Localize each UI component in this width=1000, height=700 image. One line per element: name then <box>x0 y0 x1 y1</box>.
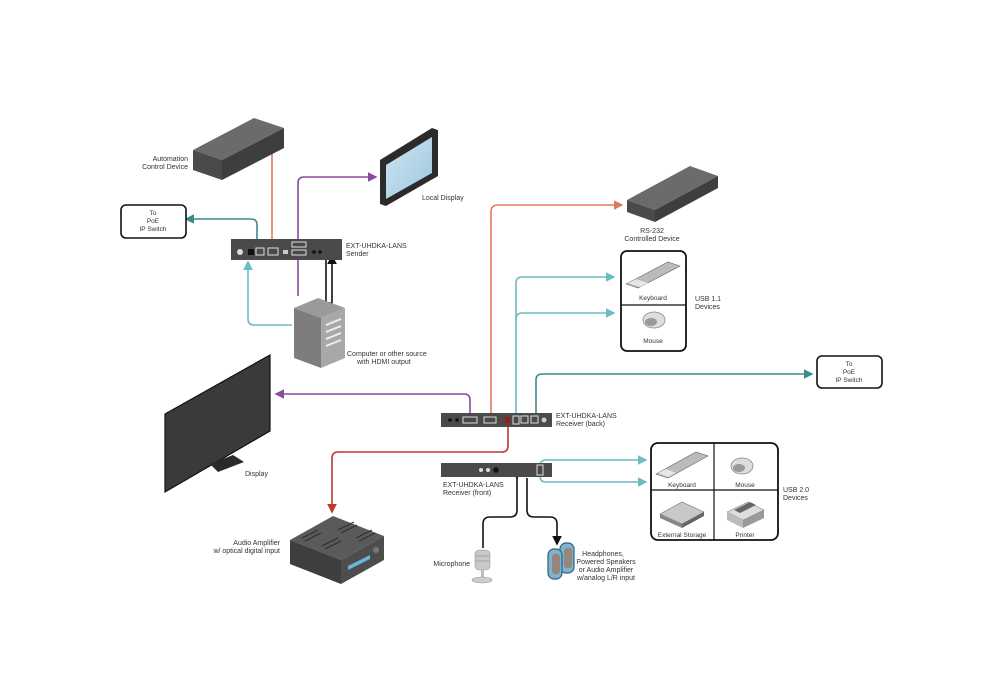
poe-left-label-3: IP Switch <box>140 226 167 233</box>
mouse-icon <box>642 311 666 329</box>
microphone-label: Microphone <box>433 561 470 568</box>
usb11-devices[interactable]: Keyboard Mouse USB 1.1 Devices <box>620 250 721 352</box>
usb-cable-computer-sender <box>243 260 292 326</box>
usb11-label-2: Devices <box>695 304 720 311</box>
sender-label-2: Sender <box>346 251 369 258</box>
poe-switch-right[interactable]: To PoE IP Switch <box>816 355 883 389</box>
speakers-label-4: w/analog L/R input <box>576 575 635 582</box>
keyboard-icon <box>655 451 709 479</box>
audio-cable-speakers <box>526 478 562 546</box>
audio-cable-microphone <box>482 470 522 548</box>
receiver-back-unit[interactable]: EXT-UHDKA-LANS Receiver (back) <box>441 413 617 428</box>
speakers-label-1: Headphones, <box>582 551 624 558</box>
poe-right-label-3: IP Switch <box>836 377 863 384</box>
usb20-label-1: USB 2.0 <box>783 487 809 494</box>
automation-label-2: Control Device <box>142 164 188 171</box>
poe-left-label-2: PoE <box>147 218 160 225</box>
speakers-label-2: Powered Speakers <box>576 559 636 566</box>
computer-label-2: with HDMI output <box>356 359 411 366</box>
computer-label-1: Computer or other source <box>347 351 427 358</box>
powered-speakers[interactable]: Headphones, Powered Speakers or Audio Am… <box>547 542 636 582</box>
local-display-label: Local Display <box>422 195 464 202</box>
local-display[interactable]: Local Display <box>380 128 464 206</box>
automation-control-device[interactable]: Automation Control Device <box>142 118 284 180</box>
printer-icon <box>726 501 765 528</box>
external-storage-icon <box>659 501 705 528</box>
usb20-devices[interactable]: Keyboard Mouse External Storage Printer … <box>650 442 809 541</box>
amplifier-label-1: Audio Amplifier <box>233 540 280 547</box>
poe-switch-left[interactable]: To PoE IP Switch <box>120 204 187 239</box>
rs232-label-2: Controlled Device <box>624 236 679 243</box>
poe-right-label-1: To <box>846 361 853 368</box>
receiver-back-label-1: EXT-UHDKA-LANS <box>556 413 617 420</box>
network-cable-receiver-poe <box>535 369 814 416</box>
sender-unit[interactable]: EXT-UHDKA-LANS Sender <box>231 239 407 260</box>
usb20-keyboard-label: Keyboard <box>668 482 696 489</box>
poe-right-label-2: PoE <box>843 369 856 376</box>
rs232-cable-receiver <box>490 200 624 416</box>
usb-cable-keyboard-11 <box>515 272 616 416</box>
computer-source[interactable]: Computer or other source with HDMI outpu… <box>294 298 427 368</box>
main-display[interactable]: Display <box>164 353 271 494</box>
microphone[interactable]: Microphone <box>433 549 493 584</box>
power-port-icon <box>237 249 243 255</box>
receiver-front-label-2: Receiver (front) <box>443 490 491 497</box>
usb11-label-1: USB 1.1 <box>695 296 721 303</box>
automation-label-1: Automation <box>153 156 189 163</box>
sender-label-1: EXT-UHDKA-LANS <box>346 243 407 250</box>
usb-cable-mouse-11 <box>515 308 616 321</box>
receiver-back-label-2: Receiver (back) <box>556 421 605 428</box>
usb20-label-2: Devices <box>783 495 808 502</box>
optical-cable-amplifier <box>327 424 509 514</box>
usb20-printer-label: Printer <box>735 532 755 539</box>
usb20-mouse-label: Mouse <box>735 482 755 489</box>
poe-left-label-1: To <box>150 210 157 217</box>
hdmi-cable-display <box>274 389 471 416</box>
keyboard-icon <box>625 261 681 289</box>
usb11-mouse-label: Mouse <box>643 338 663 345</box>
amplifier-label-2: w/ optical digital input <box>212 548 280 555</box>
network-cable-sender-poe <box>184 214 258 248</box>
usb-cable-mouse-20 <box>539 470 648 487</box>
receiver-front-label-1: EXT-UHDKA-LANS <box>443 482 504 489</box>
audio-amplifier[interactable]: Audio Amplifier w/ optical digital input <box>212 516 384 584</box>
usb-cable-keyboard-20 <box>539 455 648 468</box>
cables <box>184 148 814 548</box>
mouse-icon <box>730 457 754 475</box>
hdmi-cable-local-display <box>297 172 378 246</box>
usb11-keyboard-label: Keyboard <box>639 295 667 302</box>
receiver-front-unit[interactable]: EXT-UHDKA-LANS Receiver (front) <box>441 463 552 497</box>
display-label: Display <box>245 471 268 478</box>
speakers-label-3: or Audio Amplifier <box>579 567 634 574</box>
rs232-controlled-device[interactable]: RS-232 Controlled Device <box>624 166 718 243</box>
rs232-label-1: RS-232 <box>640 228 664 235</box>
usb20-storage-label: External Storage <box>658 532 707 539</box>
